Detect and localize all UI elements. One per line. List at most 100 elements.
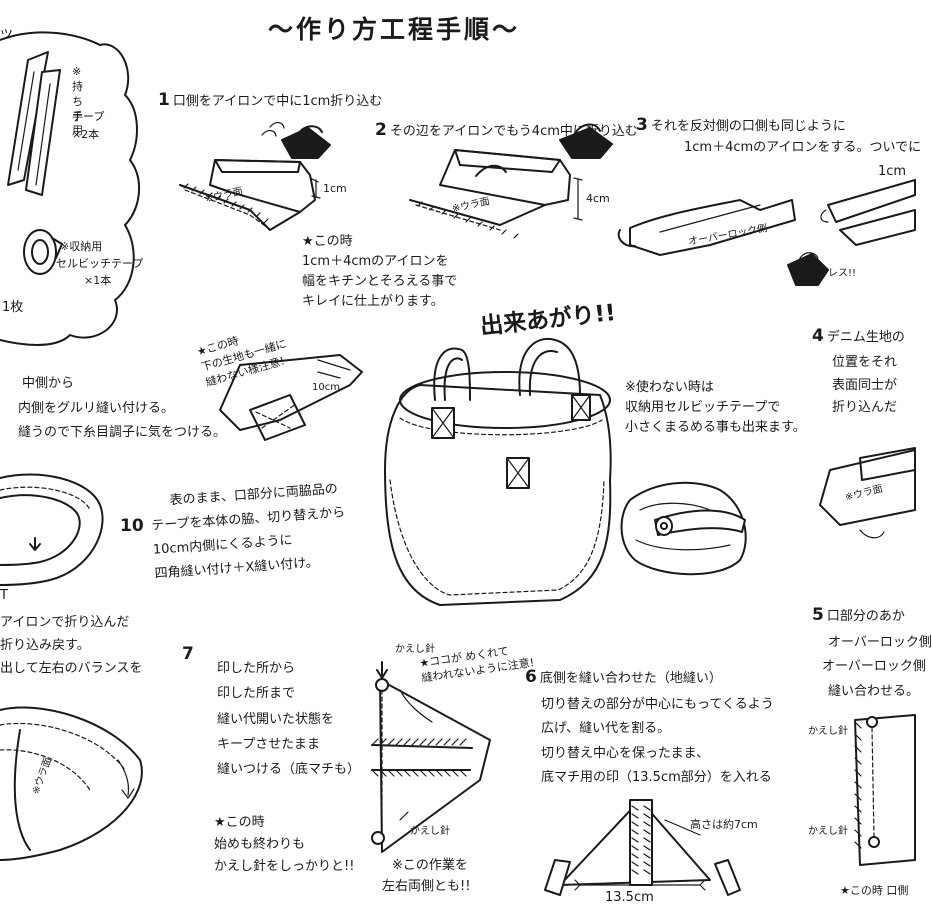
parts-top-fragment: ツ	[0, 28, 14, 43]
step4-text-l2: 位置をそれ	[832, 354, 898, 370]
step5-l4: 縫い合わせる。	[828, 683, 920, 699]
step5-l1: 口部分のあか	[826, 609, 905, 624]
step4-number: 4	[812, 326, 824, 346]
step6-l1: 底側を縫い合わせた（地縫い）	[539, 671, 722, 686]
step6-l2: 切り替えの部分が中心にもってくるよう	[541, 697, 774, 713]
step5-panel	[854, 714, 916, 866]
step3-text-l3: 1cm	[878, 164, 907, 179]
step4-text-l1: デニム生地の	[826, 330, 905, 345]
step7-l3: 縫い代開いた状態を	[217, 711, 335, 727]
step7-note-l1: ★この時	[214, 815, 265, 830]
handle-tape-note-l3: ×2本	[72, 128, 100, 141]
both-sides-note: ※この作業を 左右両側とも!!	[382, 856, 470, 898]
step7-l2: 印した所まで	[217, 686, 296, 702]
step7-triangle	[371, 661, 491, 853]
storage-note: ※使わない時は 収納用セルビッチテープで 小さくまるめる事も出来ます。	[625, 378, 806, 438]
step4-fabric	[819, 447, 916, 539]
step7-note: ★この時 始めも終わりも かえし針をしっかりと!!	[214, 812, 354, 878]
storage-tape-note-l2: セルビッチテープ	[56, 257, 144, 270]
step5-l3: オーバーロック側	[822, 659, 926, 675]
step6-height-label: 高さは約7cm	[690, 818, 758, 831]
step10-instruction: 表のまま、口部分に両脇品の テープを本体の脇、切り替えから 10cm内側にくるよ…	[149, 477, 349, 587]
backstitch-bottom-label: かえし針	[410, 826, 450, 837]
step6-l4: 切り替え中心を保ったまま、	[541, 745, 710, 761]
left-low-instruction: アイロンで折り込んだ 折り込み戻す。 出して左右のバランスを	[0, 612, 142, 680]
step4-text-l4: 折り込んだ	[832, 400, 898, 416]
rolled-bag-bundle	[620, 481, 747, 576]
step7-l1: 印した所から	[217, 661, 296, 676]
step3-iron	[787, 252, 829, 286]
step3-text-l2: 1cm＋4cmのアイロンをする。ついでに	[684, 140, 922, 155]
left-low-fragment: T	[0, 588, 8, 603]
step3-press-label: プレス!!	[818, 268, 857, 279]
step1-dim-label: 1cm	[323, 182, 347, 195]
both-sides-l1: ※この作業を	[392, 858, 468, 873]
step7-note-l3: かえし針をしっかりと!!	[214, 859, 355, 875]
step7-note-l2: 始めも終わりも	[214, 837, 306, 853]
storage-note-l1: ※使わない時は	[625, 380, 714, 395]
step7-l5: 縫いつける（底マチも）	[217, 762, 361, 778]
parts-cloud-outline	[0, 31, 141, 346]
storage-tape-note-l1: ※収納用	[60, 240, 103, 253]
step5-l2: オーバーロック側	[828, 635, 932, 651]
step7-number: 7	[182, 644, 194, 664]
step1-fabric	[179, 159, 321, 231]
handle-tape-note: ※持ち手用	[72, 65, 92, 139]
handle-tape-1	[7, 51, 49, 186]
bag-opening-ring	[0, 473, 104, 586]
storage-note-l2: 収納用セルビッチテープで	[625, 400, 781, 416]
step6-l3: 広げ、縫い代を割る。	[541, 721, 671, 737]
storage-tape-roll	[23, 229, 63, 275]
step1-text: 口側をアイロンで中に1cm折り込む	[172, 94, 383, 109]
left-mid-instruction: 中側から 内側をグルリ縫い付ける。 縫うので下糸目調子に気をつける。	[0, 372, 226, 446]
storage-tape-note-l3: ×1本	[84, 274, 112, 287]
left-mid-l2: 内側をグルリ縫い付ける。	[18, 400, 175, 416]
step2-text: その辺をアイロンでもう4cm中に折り込む	[389, 124, 638, 139]
note-step1-2-l4: キレイに仕上がります。	[302, 294, 444, 310]
storage-note-l3: 小さくまるめる事も出来ます。	[625, 420, 806, 436]
step2-fabric	[409, 149, 583, 239]
note-step1-2-l2: 1cm＋4cmのアイロンを	[302, 254, 449, 270]
step7-l4: キープさせたまま	[217, 737, 320, 753]
page-title: ～作り方工程手順～	[268, 15, 521, 44]
step6-width-label: 13.5cm	[605, 890, 654, 905]
step2-dim-label: 4cm	[586, 192, 610, 205]
both-sides-l2: 左右両側とも!!	[382, 878, 471, 894]
sew-note-dim: 10cm	[312, 382, 340, 393]
note-step1-2: ★この時 1cm＋4cmのアイロンを 幅をキチンとそろえる事で キレイに仕上がり…	[302, 232, 457, 313]
step10-number: 10	[120, 516, 144, 536]
step3-text-l1: それを反対側の口側も同じように	[650, 119, 846, 134]
step5-note: ★この時 口側	[840, 884, 909, 897]
step5-number: 5	[812, 605, 824, 625]
note-step1-2-l1: ★この時	[302, 234, 353, 249]
one-sheet-label: 1枚	[2, 300, 24, 315]
handle-tape-note-line: ※持ち手用	[72, 65, 83, 138]
step4-text-l3: 表面同士が	[832, 377, 898, 393]
step5-backstitch-a: かえし針	[808, 726, 848, 737]
note-step1-2-l3: 幅をキチンとそろえる事で	[302, 274, 458, 290]
step3-fabric	[617, 179, 916, 256]
left-low-l2: 折り込み戻す。	[0, 637, 90, 653]
step6-number: 6	[525, 667, 537, 687]
left-low-l3: 出して左右のバランスを	[0, 660, 143, 676]
step7-instruction: 印した所から 印した所まで 縫い代開いた状態を キープさせたまま 縫いつける（底…	[217, 656, 360, 783]
step2-number: 2	[375, 120, 387, 140]
left-low-l1: アイロンで折り込んだ	[0, 615, 130, 630]
finished-bag	[384, 337, 612, 606]
step2-iron	[559, 123, 613, 159]
sew-note-fabric	[219, 354, 363, 441]
left-mid-l3: 縫うので下糸目調子に気をつける。	[18, 425, 227, 441]
step6-gusset	[544, 799, 741, 896]
bag-curve-fabric	[0, 706, 143, 861]
step1-iron	[261, 122, 331, 159]
handle-tape-note-l2: テープ	[72, 110, 105, 123]
step3-number: 3	[636, 115, 648, 135]
backstitch-top-label: かえし針	[395, 644, 435, 655]
